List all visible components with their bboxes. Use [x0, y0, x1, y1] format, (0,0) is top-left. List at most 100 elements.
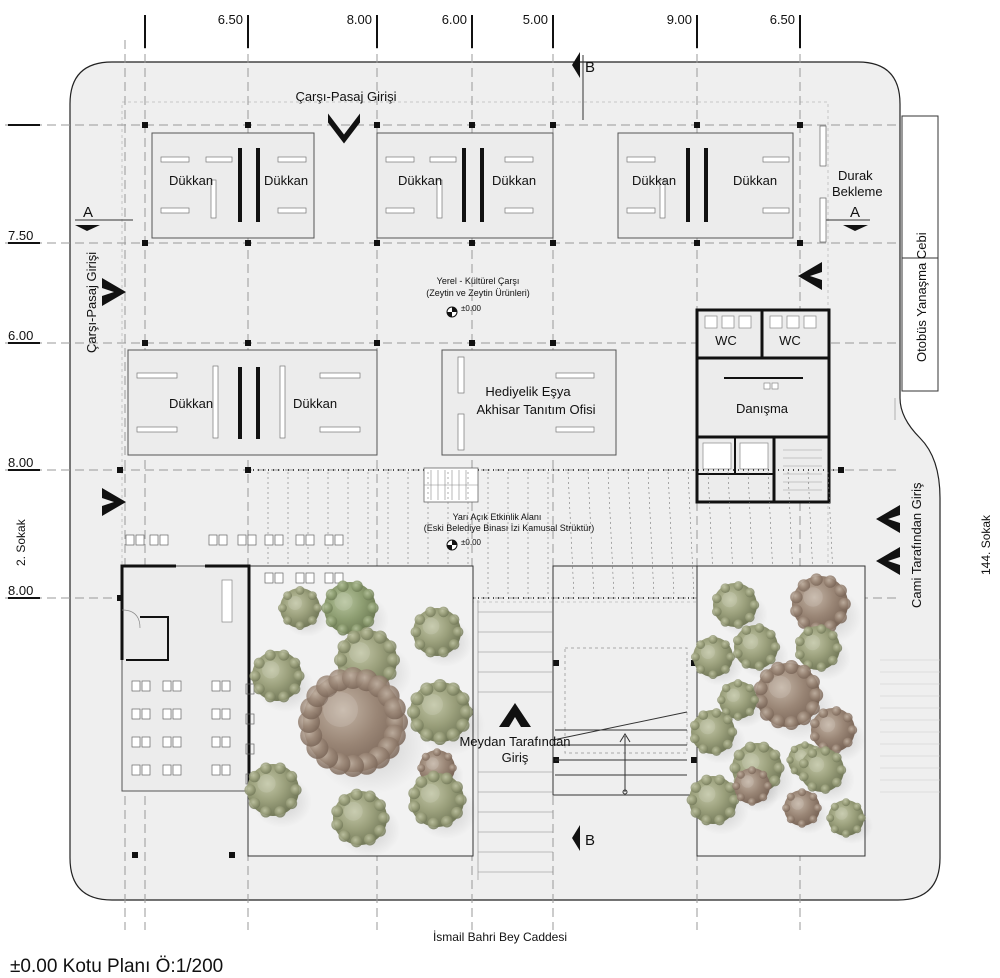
canopy-rib	[747, 471, 755, 597]
tree	[298, 667, 428, 795]
grid-ticks	[8, 15, 801, 599]
canopy-rib	[767, 471, 775, 597]
level-marker: ±0.00	[446, 538, 482, 551]
shop-label: Dükkan	[169, 396, 213, 411]
tree	[691, 635, 743, 686]
svg-text:Durak: Durak	[838, 168, 873, 183]
gift-shop-title: Hediyelik Eşya	[485, 384, 571, 399]
shop-block: Dükkan Dükkan	[151, 132, 315, 239]
cafe-table	[211, 736, 231, 748]
mosque-entrance-label: Cami Tarafından Giriş	[909, 482, 924, 608]
tree	[331, 788, 401, 858]
shop-block: Dükkan Dükkan	[127, 349, 378, 456]
svg-text:A: A	[83, 204, 93, 221]
square-entrance-label: Meydan Tarafından	[459, 734, 570, 749]
cafe-table	[162, 764, 182, 776]
tree	[410, 606, 473, 667]
shop-label: Dükkan	[293, 396, 337, 411]
tree	[278, 586, 330, 637]
wc-label: WC	[715, 333, 737, 348]
information-label: Danışma	[736, 401, 789, 416]
tree	[799, 746, 855, 802]
street-left: 2. Sokak	[14, 518, 28, 566]
trees	[244, 573, 873, 858]
svg-text:B: B	[585, 832, 595, 849]
tree	[782, 788, 829, 835]
cafe	[120, 564, 251, 792]
section-a-right: A	[820, 204, 870, 231]
cafe-table	[264, 572, 284, 584]
grid-dimension: 7.50	[8, 228, 33, 243]
svg-text:±0.00: ±0.00	[461, 538, 482, 547]
cafe-table	[162, 708, 182, 720]
tree	[686, 774, 750, 835]
bench	[245, 743, 255, 755]
shop-label: Dükkan	[492, 173, 536, 188]
cafe-table	[237, 534, 257, 546]
bazaar-label: Yerel - Kültürel Çarşı	[437, 276, 520, 286]
event-canopy	[248, 467, 838, 599]
tree	[712, 581, 768, 637]
shop-block: Dükkan Dükkan	[617, 132, 794, 239]
tree	[795, 624, 851, 680]
bazaar-sublabel: (Zeytin ve Zeytin Ürünleri)	[426, 288, 530, 298]
bus-bay-label: Otobüs Yanaşma Cebi	[914, 232, 929, 362]
canopy-rib	[827, 471, 835, 597]
cafe-table	[162, 736, 182, 748]
entrance-arrow-left	[102, 488, 126, 516]
canopy-rib	[647, 471, 655, 597]
square-entrance-label-2: Giriş	[502, 750, 529, 765]
grid-dimension: 8.00	[8, 455, 33, 470]
cafe-table	[131, 736, 151, 748]
tree	[690, 708, 746, 764]
section-b-bottom: B	[572, 825, 595, 851]
shop-label: Dükkan	[169, 173, 213, 188]
grid-dimension: 5.00	[523, 12, 548, 27]
cafe-table	[295, 534, 315, 546]
entrance-arrow-right	[876, 505, 900, 533]
canopy-rib	[687, 471, 695, 597]
canopy-rib	[667, 471, 675, 597]
passage-entrance-label: Çarşı-Pasaj Girişi	[84, 252, 99, 353]
shop-label: Dükkan	[398, 173, 442, 188]
svg-text:Bekleme: Bekleme	[832, 184, 883, 199]
section-b-top: B	[572, 52, 595, 120]
canopy-rib	[807, 471, 815, 597]
grid-dimension: 6.50	[770, 12, 795, 27]
grid-dimension: 6.00	[442, 12, 467, 27]
tree	[244, 762, 312, 828]
svg-text:B: B	[585, 59, 595, 76]
canopy-rib	[727, 471, 735, 597]
section-a-left: A	[75, 204, 133, 231]
cafe-table	[125, 534, 145, 546]
grid-dimension: 8.00	[347, 12, 372, 27]
cafe-table	[162, 680, 182, 692]
cafe-table	[324, 534, 344, 546]
event-area-label: Yarı Açık Etkinlik Alanı	[453, 512, 542, 522]
cafe-table	[211, 764, 231, 776]
columns	[117, 122, 844, 858]
gift-shop: Hediyelik Eşya Akhisar Tanıtım Ofisi	[441, 349, 617, 456]
cafe-table	[149, 534, 169, 546]
cafe-table	[264, 534, 284, 546]
plan-title: ±0.00 Kotu Planı Ö:1/200	[10, 956, 223, 977]
entrance-arrow-top	[328, 113, 360, 144]
passage-entrance-label: Çarşı-Pasaj Girişi	[295, 89, 396, 104]
ramp	[552, 647, 688, 795]
grid-dimension: 6.50	[218, 12, 243, 27]
cafe-table	[131, 764, 151, 776]
paving-lines	[880, 659, 940, 793]
canopy-rib	[587, 471, 595, 597]
cafe-table	[211, 680, 231, 692]
cafe-table	[324, 572, 344, 584]
entrance-arrows	[102, 113, 900, 727]
grid-dimension: 9.00	[667, 12, 692, 27]
cafe-tables	[125, 534, 344, 785]
canopy-rib	[567, 471, 575, 597]
canopy-rib	[787, 471, 795, 597]
entrance-arrow-bottom	[499, 703, 531, 727]
tree	[408, 770, 478, 840]
canopy-rib	[627, 471, 635, 597]
canopy-rib	[707, 471, 715, 597]
